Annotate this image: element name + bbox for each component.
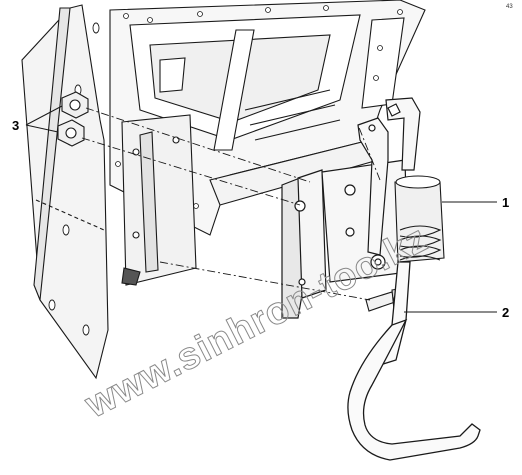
callout-2: 2 [502, 305, 509, 320]
panel-holes [48, 22, 100, 336]
support-bracket [121, 114, 197, 286]
assembly-lines [81, 107, 381, 301]
nut-lower [57, 119, 85, 147]
pedal-upper-arm [357, 97, 421, 256]
return-spring [394, 175, 445, 263]
callout-3: 3 [12, 118, 19, 133]
callout-leaders [25, 105, 497, 313]
nut-upper [61, 91, 89, 119]
callout-1: 1 [502, 195, 509, 210]
pedal-mount-plate [281, 159, 409, 319]
cab-wall-panel [21, 4, 109, 380]
frame-holes [115, 5, 403, 209]
pedal-lever [347, 261, 481, 461]
corner-mark: 43 [506, 4, 513, 10]
